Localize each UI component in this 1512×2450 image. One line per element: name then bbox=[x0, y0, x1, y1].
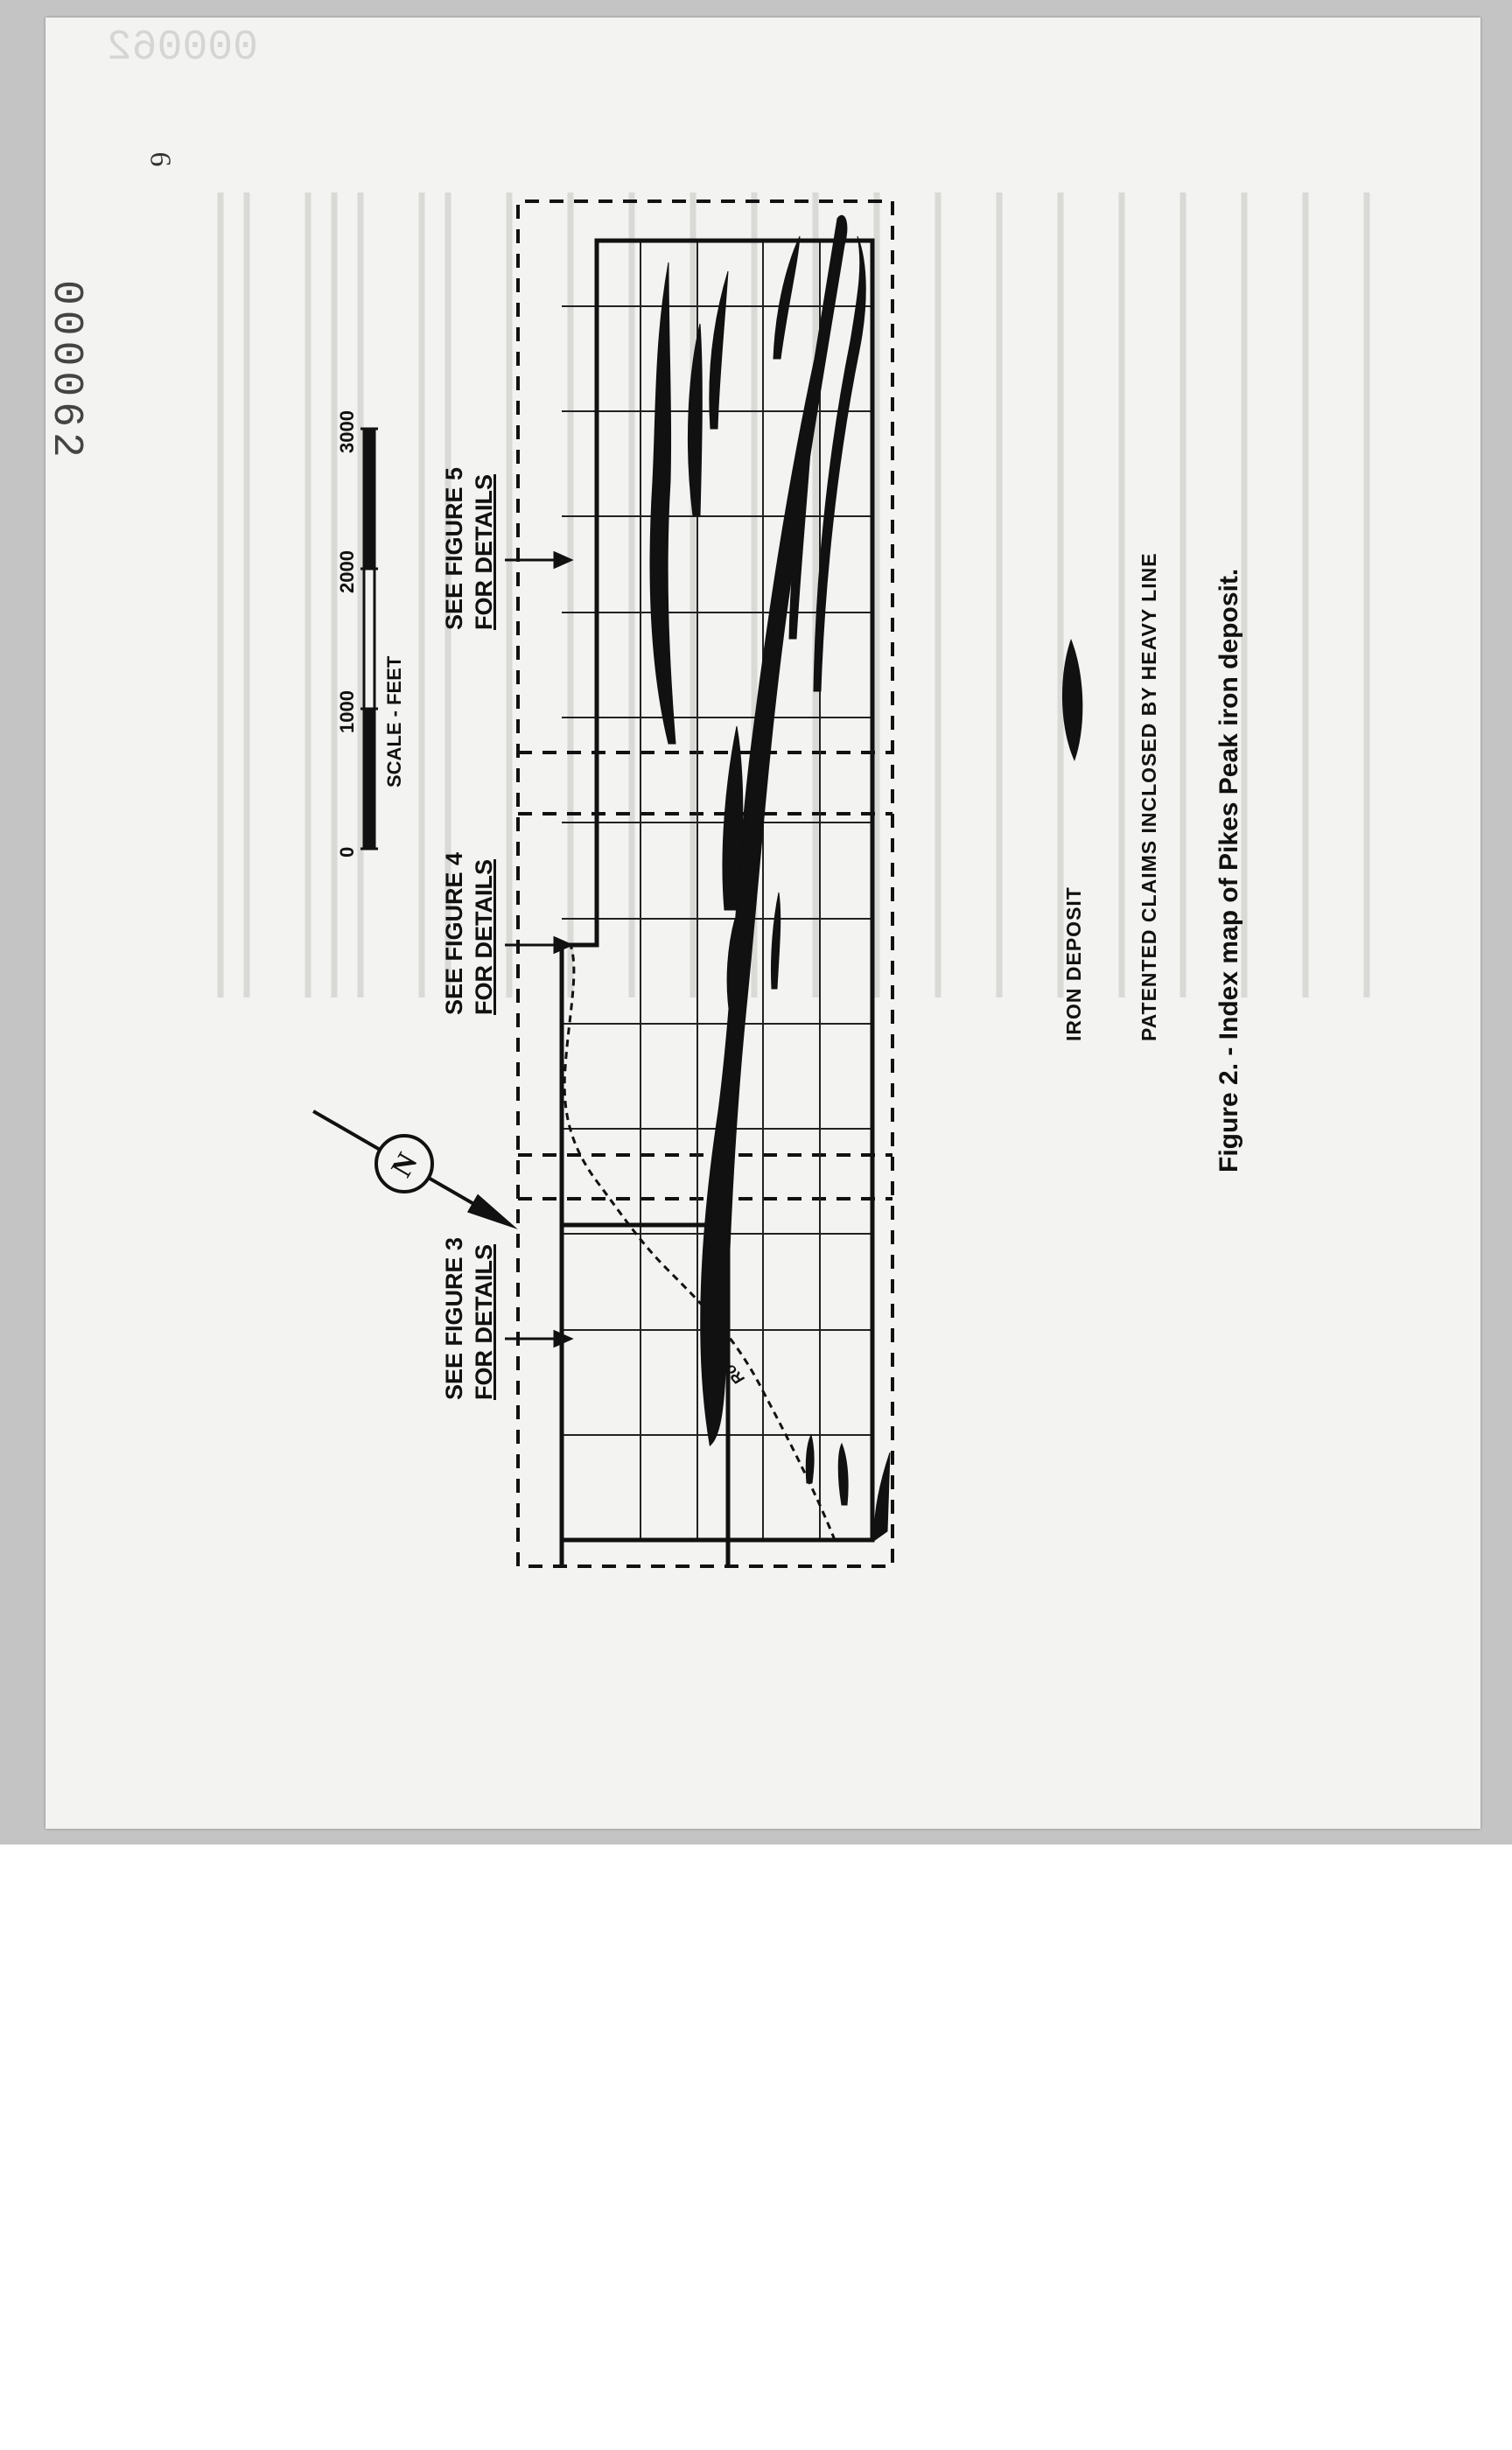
figure-caption: Figure 2. - Index map of Pikes Peak iron… bbox=[1214, 568, 1243, 1172]
bleed-through-text bbox=[217, 192, 1370, 998]
callout-figure-4: SEE FIGURE 4 FOR DETAILS bbox=[441, 851, 497, 1015]
callout-figure-5: SEE FIGURE 5 FOR DETAILS bbox=[441, 466, 497, 630]
road bbox=[563, 944, 836, 1541]
scale-tick-1000: 1000 bbox=[336, 690, 358, 733]
map-drawing bbox=[217, 192, 1370, 1568]
scale-title: SCALE - FEET bbox=[383, 655, 405, 788]
legend-iron-symbol bbox=[1061, 639, 1083, 761]
callout-pointers bbox=[505, 550, 574, 1348]
iron-deposit-bodies bbox=[649, 215, 891, 1541]
legend-patented-claims: PATENTED CLAIMS INCLOSED BY HEAVY LINE bbox=[1138, 552, 1160, 1041]
scale-tick-3000: 3000 bbox=[336, 410, 358, 453]
scanned-page: 000062 000062 6 bbox=[46, 18, 1480, 1829]
scale-bar bbox=[360, 427, 378, 850]
scale-tick-2000: 2000 bbox=[336, 550, 358, 593]
map-boundary-dashed bbox=[516, 200, 894, 1568]
callout-figure-3: SEE FIGURE 3 FOR DETAILS bbox=[441, 1236, 497, 1400]
figure-2-index-map: SEE FIGURE 3 FOR DETAILS SEE FIGURE 4 FO… bbox=[46, 18, 1480, 1829]
north-arrow-circle bbox=[374, 1134, 434, 1194]
legend-iron-deposit: IRON DEPOSIT bbox=[1062, 886, 1085, 1041]
scale-tick-0: 0 bbox=[336, 846, 358, 858]
